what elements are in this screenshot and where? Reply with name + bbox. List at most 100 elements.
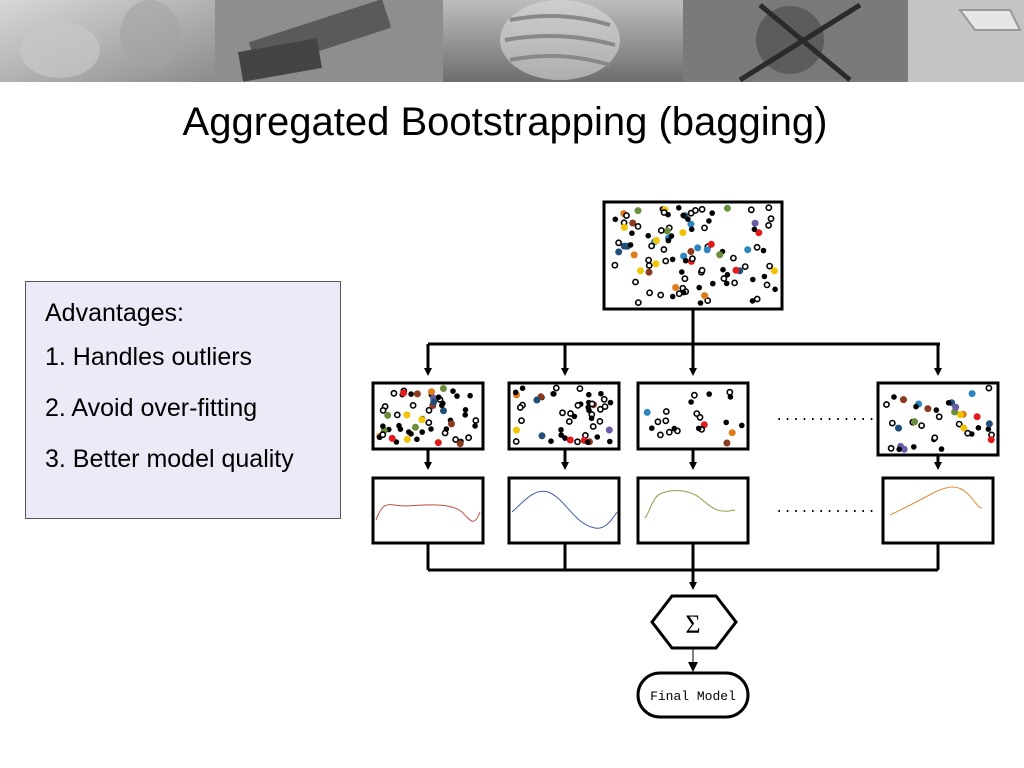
- data-point: [645, 256, 652, 264]
- data-point: [379, 406, 387, 414]
- model-curve-3: [644, 490, 736, 519]
- data-point: [589, 423, 597, 430]
- aggregation-sum-node: [650, 594, 738, 650]
- data-point: [657, 291, 665, 299]
- data-point: [519, 385, 526, 392]
- data-point: [706, 391, 712, 397]
- data-point: [596, 417, 604, 425]
- data-point: [574, 401, 582, 409]
- data-point: [772, 286, 778, 293]
- data-point: [662, 257, 670, 265]
- data-point: [938, 446, 945, 452]
- data-point: [388, 434, 396, 442]
- data-point: [652, 237, 660, 244]
- data-point: [724, 271, 731, 278]
- data-point: [723, 280, 730, 287]
- data-point: [933, 407, 940, 413]
- slide-title: Aggregated Bootstrapping (bagging): [182, 100, 828, 144]
- bootstrap-sample-points-3: [643, 388, 745, 447]
- data-point: [654, 418, 662, 426]
- data-point: [669, 293, 676, 300]
- data-point: [680, 252, 688, 260]
- data-point: [985, 420, 993, 428]
- data-point: [409, 401, 417, 409]
- data-point: [672, 284, 680, 291]
- data-point: [747, 206, 755, 214]
- data-point: [627, 242, 634, 248]
- data-point: [709, 210, 715, 216]
- data-point: [968, 390, 976, 398]
- data-point: [765, 204, 773, 212]
- data-point: [652, 260, 660, 268]
- sum-symbol: Σ: [685, 610, 700, 639]
- bootstrap-sample-points-2: [512, 384, 614, 446]
- data-point: [723, 419, 729, 426]
- data-point: [413, 390, 421, 398]
- aggregation-connectors: [426, 543, 940, 590]
- data-point: [955, 420, 963, 428]
- advantage-item-2: 2. Avoid over-fitting: [45, 394, 258, 422]
- data-point: [723, 204, 731, 212]
- data-point: [730, 254, 737, 262]
- data-point: [645, 262, 653, 269]
- data-point: [472, 417, 480, 424]
- model-curve-2: [511, 490, 618, 529]
- data-point: [456, 440, 464, 448]
- data-point: [601, 403, 609, 410]
- data-point: [576, 385, 584, 392]
- data-point: [462, 407, 469, 413]
- data-point: [648, 242, 655, 250]
- data-point: [403, 411, 411, 419]
- model-box-n: [881, 476, 995, 545]
- data-point: [414, 436, 420, 443]
- data-point: [675, 290, 683, 298]
- data-point: [741, 263, 749, 270]
- data-point: [693, 410, 701, 417]
- data-point: [660, 246, 668, 253]
- data-point: [698, 266, 706, 274]
- data-point: [567, 410, 574, 417]
- data-point: [465, 434, 472, 442]
- data-point: [763, 281, 771, 289]
- data-point: [945, 400, 952, 406]
- data-point: [688, 399, 694, 405]
- data-point: [538, 432, 546, 440]
- data-point: [630, 251, 638, 259]
- data-point: [558, 432, 564, 438]
- data-point: [662, 417, 670, 425]
- data-point: [512, 438, 520, 445]
- data-point: [695, 425, 702, 432]
- data-point: [697, 300, 704, 306]
- data-point: [687, 220, 695, 228]
- data-point: [629, 219, 637, 227]
- data-point: [682, 257, 689, 264]
- data-point: [632, 278, 639, 286]
- data-point: [443, 426, 450, 432]
- data-point: [584, 439, 591, 446]
- data-point: [964, 429, 972, 437]
- data-point: [900, 445, 908, 453]
- data-point: [559, 409, 566, 417]
- data-point: [428, 426, 434, 432]
- data-point: [671, 425, 678, 432]
- data-point: [611, 261, 619, 269]
- data-point: [379, 431, 387, 439]
- data-point: [726, 388, 734, 396]
- data-point: [685, 216, 691, 222]
- model-box-1: [371, 476, 485, 545]
- data-point: [435, 394, 442, 401]
- data-point: [688, 226, 695, 233]
- data-point: [562, 435, 568, 441]
- data-point: [896, 446, 902, 453]
- data-point: [600, 395, 608, 403]
- header-banner: [0, 0, 1024, 82]
- model-curve-n: [889, 486, 983, 516]
- data-point: [701, 224, 708, 232]
- data-point: [681, 275, 689, 283]
- data-point: [623, 212, 630, 219]
- data-point: [704, 297, 712, 304]
- original-dataset-points: [611, 204, 778, 306]
- data-point: [956, 411, 964, 419]
- data-point: [419, 429, 426, 435]
- data-point: [565, 418, 573, 425]
